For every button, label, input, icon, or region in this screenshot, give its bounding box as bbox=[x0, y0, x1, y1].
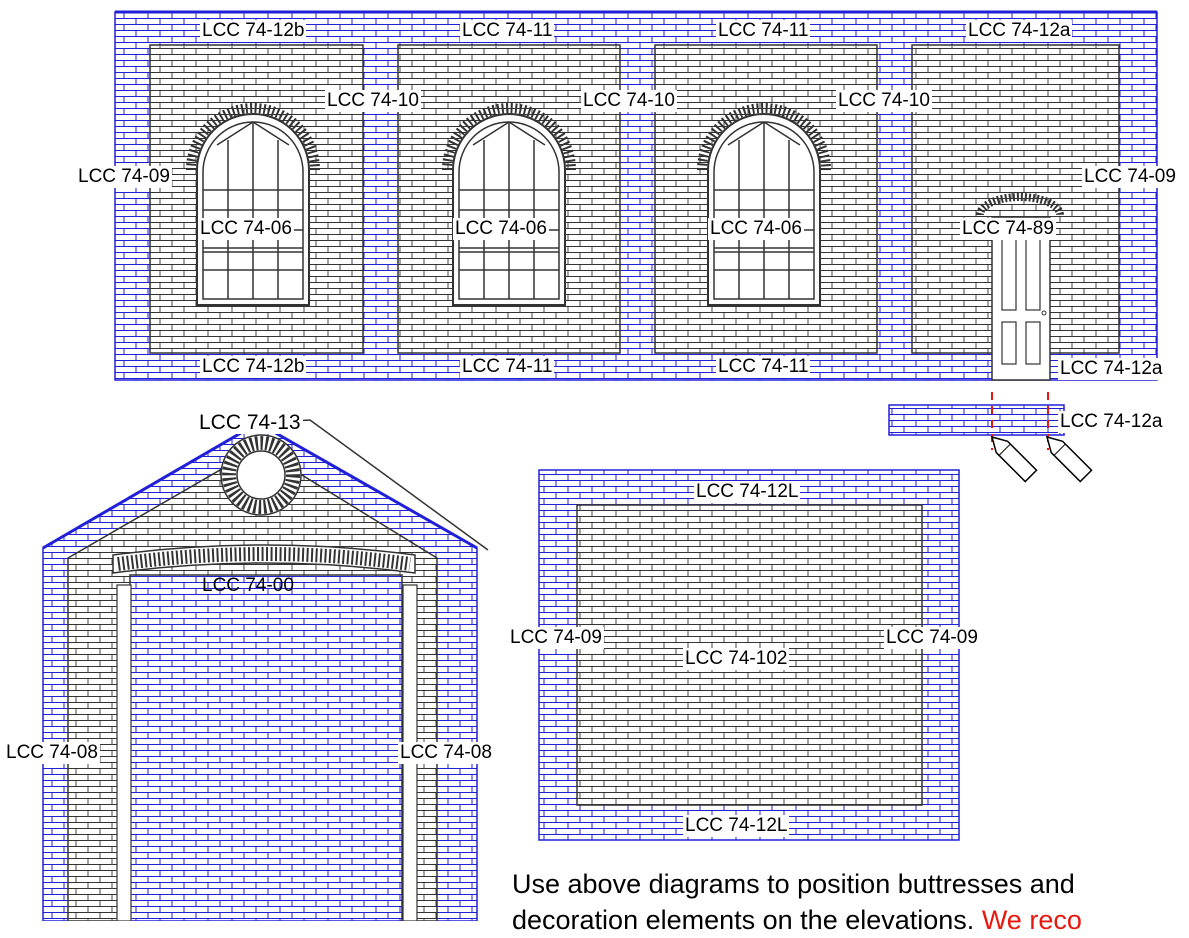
window-2 bbox=[442, 103, 576, 306]
window-label-1: LCC 74-06 bbox=[198, 218, 294, 240]
note-line-1: Use above diagrams to position buttresse… bbox=[512, 869, 1075, 899]
instruction-note: Use above diagrams to position buttresse… bbox=[512, 866, 1082, 938]
elev-top-label-2: LCC 74-11 bbox=[460, 20, 555, 42]
gable-end bbox=[42, 419, 489, 921]
note-line-2-text: decoration elements on the elevations. bbox=[512, 905, 982, 935]
window-1 bbox=[186, 103, 320, 306]
note-line-2-red: We reco bbox=[981, 905, 1082, 935]
elev-bottom-label-3: LCC 74-11 bbox=[716, 356, 811, 378]
window-label-3: LCC 74-06 bbox=[708, 218, 804, 240]
step-label: LCC 74-12a bbox=[1058, 411, 1165, 433]
window-3 bbox=[697, 103, 831, 306]
panel-center-label: LCC 74-102 bbox=[683, 648, 790, 670]
note-line-2: decoration elements on the elevations. W… bbox=[512, 902, 1082, 938]
door-label: LCC 74-89 bbox=[960, 218, 1056, 240]
buttress-label-1: LCC 74-10 bbox=[325, 90, 421, 112]
main-elevation bbox=[114, 10, 1158, 381]
window-label-2: LCC 74-06 bbox=[453, 218, 549, 240]
panel-top-label: LCC 74-12L bbox=[694, 481, 801, 503]
door bbox=[976, 193, 1064, 381]
elev-bottom-label-1: LCC 74-12b bbox=[200, 356, 307, 378]
panel-bottom-label: LCC 74-12L bbox=[683, 815, 790, 837]
buttress-label-3: LCC 74-10 bbox=[836, 90, 932, 112]
elev-side-left-label: LCC 74-09 bbox=[76, 166, 172, 188]
panel-right-label: LCC 74-09 bbox=[884, 627, 980, 649]
gable-top-label: LCC 74-13 bbox=[197, 411, 303, 434]
gable-right-label: LCC 74-08 bbox=[398, 742, 494, 764]
panel-left-label: LCC 74-09 bbox=[508, 627, 604, 649]
elev-side-right-label: LCC 74-09 bbox=[1082, 166, 1178, 188]
elev-top-label-4: LCC 74-12a bbox=[966, 20, 1073, 42]
elev-bottom-label-4: LCC 74-12a bbox=[1058, 358, 1165, 380]
buttress-label-2: LCC 74-10 bbox=[581, 90, 677, 112]
gable-arch-label: LCC 74-00 bbox=[202, 575, 294, 596]
elev-top-label-3: LCC 74-11 bbox=[716, 20, 811, 42]
elev-top-label-1: LCC 74-12b bbox=[200, 20, 307, 42]
elev-bottom-label-2: LCC 74-11 bbox=[460, 356, 555, 378]
gable-left-label: LCC 74-08 bbox=[4, 742, 100, 764]
step-piece bbox=[888, 392, 1093, 483]
knife-icon-right bbox=[1045, 435, 1093, 483]
knife-icon-left bbox=[990, 435, 1038, 483]
